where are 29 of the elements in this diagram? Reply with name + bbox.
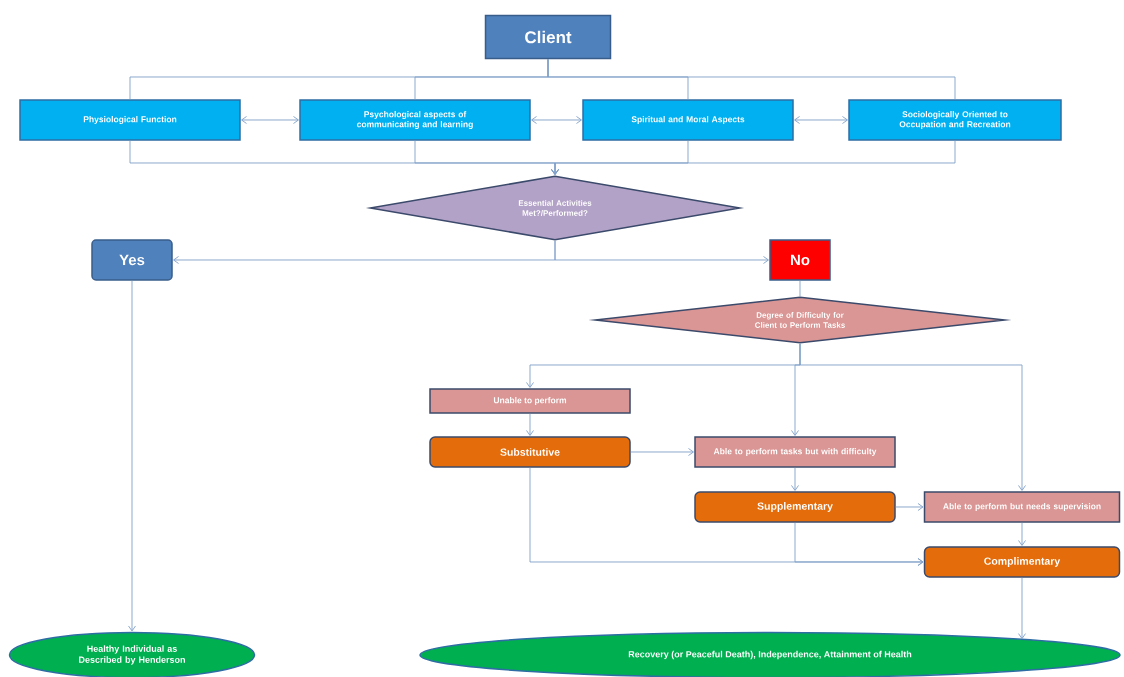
answer-box: Yes — [91, 239, 173, 281]
arrow — [1018, 522, 1026, 546]
condition-box: Unable to perform — [429, 388, 631, 414]
arrow — [791, 467, 799, 491]
arrow — [241, 116, 299, 124]
arrow — [794, 522, 924, 566]
category-box: Psychological aspects of communicating and learning — [299, 99, 531, 141]
connector-line — [547, 58, 956, 100]
care-role-box: Complimentary — [923, 546, 1121, 578]
arrow — [128, 280, 136, 632]
arrow — [794, 116, 848, 124]
category-box: Physiological Function — [19, 99, 241, 141]
care-role-box: Substitutive — [429, 436, 631, 468]
connector-line — [799, 280, 801, 297]
category-box: Spiritual and Moral Aspects — [582, 99, 794, 141]
arrow — [554, 240, 769, 264]
arrow — [531, 116, 582, 124]
care-role-box: Supplementary — [694, 491, 896, 523]
arrow — [551, 140, 956, 175]
arrow — [526, 413, 534, 436]
arrow — [895, 503, 924, 511]
condition-box: Able to perform but needs supervision — [923, 491, 1121, 523]
answer-box: No — [769, 239, 831, 281]
arrow — [630, 448, 694, 456]
condition-box: Able to perform tasks but with difficulty — [694, 436, 896, 468]
arrow — [1018, 577, 1026, 640]
arrow — [799, 343, 1026, 491]
client-box: Client — [484, 14, 612, 60]
category-box: Sociologically Oriented to Occupation and Recreation — [848, 99, 1062, 141]
